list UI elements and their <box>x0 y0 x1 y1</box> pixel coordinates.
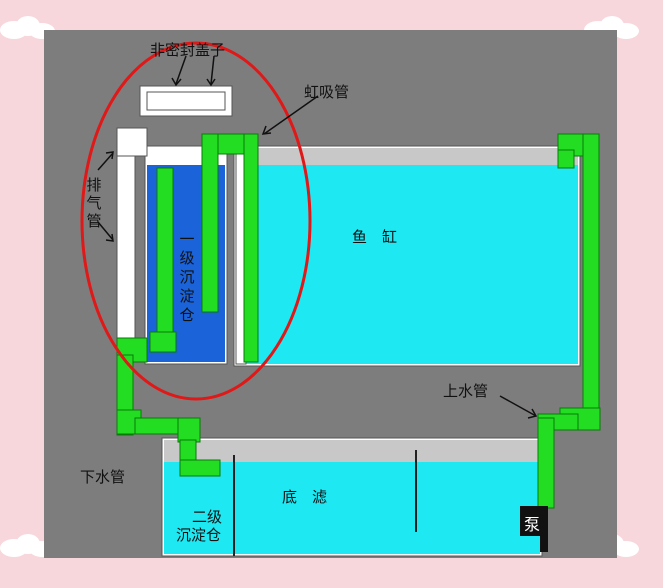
arrow-siphon <box>263 95 319 135</box>
arrows <box>97 55 538 419</box>
tank-water <box>236 165 578 364</box>
first-chamber-label: 一级沉淀仓 <box>179 230 195 324</box>
second-chamber-label-line2: 沉淀仓 <box>176 526 222 544</box>
tank-label: 鱼 缸 <box>352 228 398 246</box>
highlight-ellipse <box>80 41 312 401</box>
arrow-cover-left <box>175 55 187 85</box>
inlet-riser <box>582 133 600 425</box>
pump <box>520 506 548 536</box>
siphon-left-leg <box>201 133 219 313</box>
siphon-right-leg <box>243 133 259 363</box>
inlet-to-pump <box>537 417 555 509</box>
sump-label: 底 滤 <box>282 488 328 506</box>
cover-label: 非密封盖子 <box>150 41 226 59</box>
pipes <box>116 133 601 509</box>
vent-pipe-elbow <box>116 127 148 157</box>
sump-water <box>164 462 540 554</box>
siphon-label: 虹吸管 <box>304 83 350 101</box>
arrow-vent-bottom <box>97 221 114 241</box>
drain-label: 下水管 <box>80 468 126 486</box>
inlet-label: 上水管 <box>443 382 489 400</box>
vent-label: 排气管 <box>86 176 102 230</box>
pump-label: 泵 <box>524 515 541 534</box>
cover <box>139 85 233 117</box>
arrow-cover-right <box>210 55 215 85</box>
tank-air-gap <box>236 148 578 165</box>
vent-pipe <box>116 129 136 351</box>
chamber-riser <box>156 167 174 349</box>
arrow-vent-top <box>97 152 114 171</box>
second-chamber-label-line1: 二级 <box>192 508 223 526</box>
arrow-inlet <box>499 395 537 417</box>
